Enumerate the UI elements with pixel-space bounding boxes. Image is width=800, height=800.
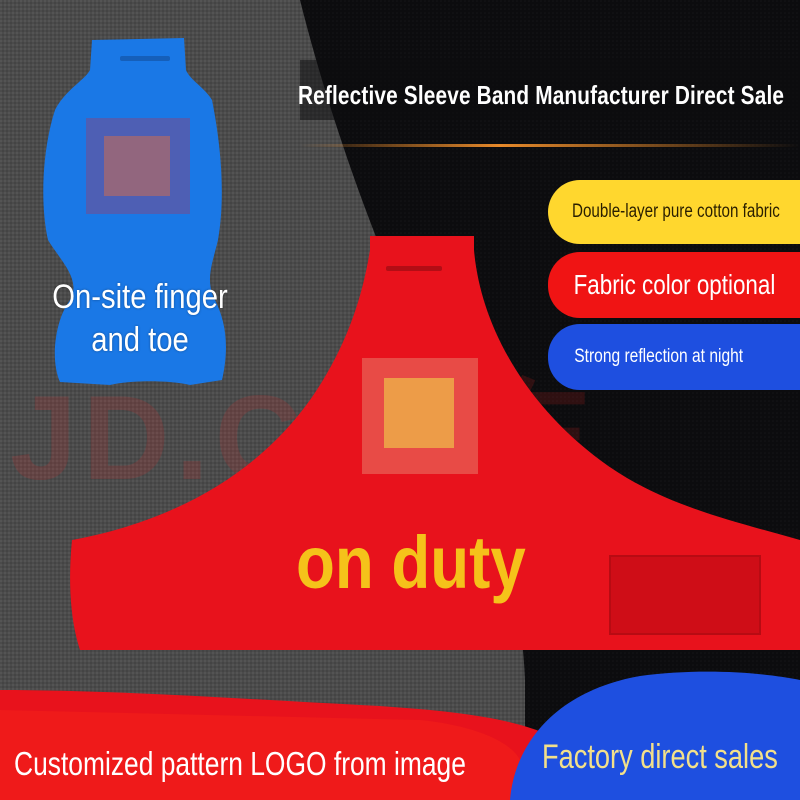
headline: Reflective Sleeve Band Manufacturer Dire…: [298, 80, 785, 110]
feature-pill-fabric: Double-layer pure cotton fabric: [548, 180, 800, 244]
caption-line: On-site finger: [52, 278, 228, 316]
divider-line: [300, 144, 800, 147]
footer-bands: [0, 671, 800, 800]
footer-left-text: Customized pattern LOGO from image: [14, 745, 466, 782]
feature-label: Fabric color optional: [573, 269, 776, 300]
footer-right-text: Factory direct sales: [542, 738, 778, 776]
blue-product-caption: On-site finger and toe: [45, 276, 234, 362]
feature-label: Strong reflection at night: [574, 346, 744, 367]
blue-sleeve: [43, 38, 226, 385]
on-duty-label: on duty: [296, 521, 526, 604]
caption-line: and toe: [91, 321, 189, 359]
feature-pill-color: Fabric color optional: [548, 252, 800, 318]
red-sleeve: [70, 236, 800, 651]
velcro-patch: [609, 555, 761, 635]
feature-pill-reflection: Strong reflection at night: [548, 324, 800, 390]
feature-label: Double-layer pure cotton fabric: [572, 201, 780, 222]
